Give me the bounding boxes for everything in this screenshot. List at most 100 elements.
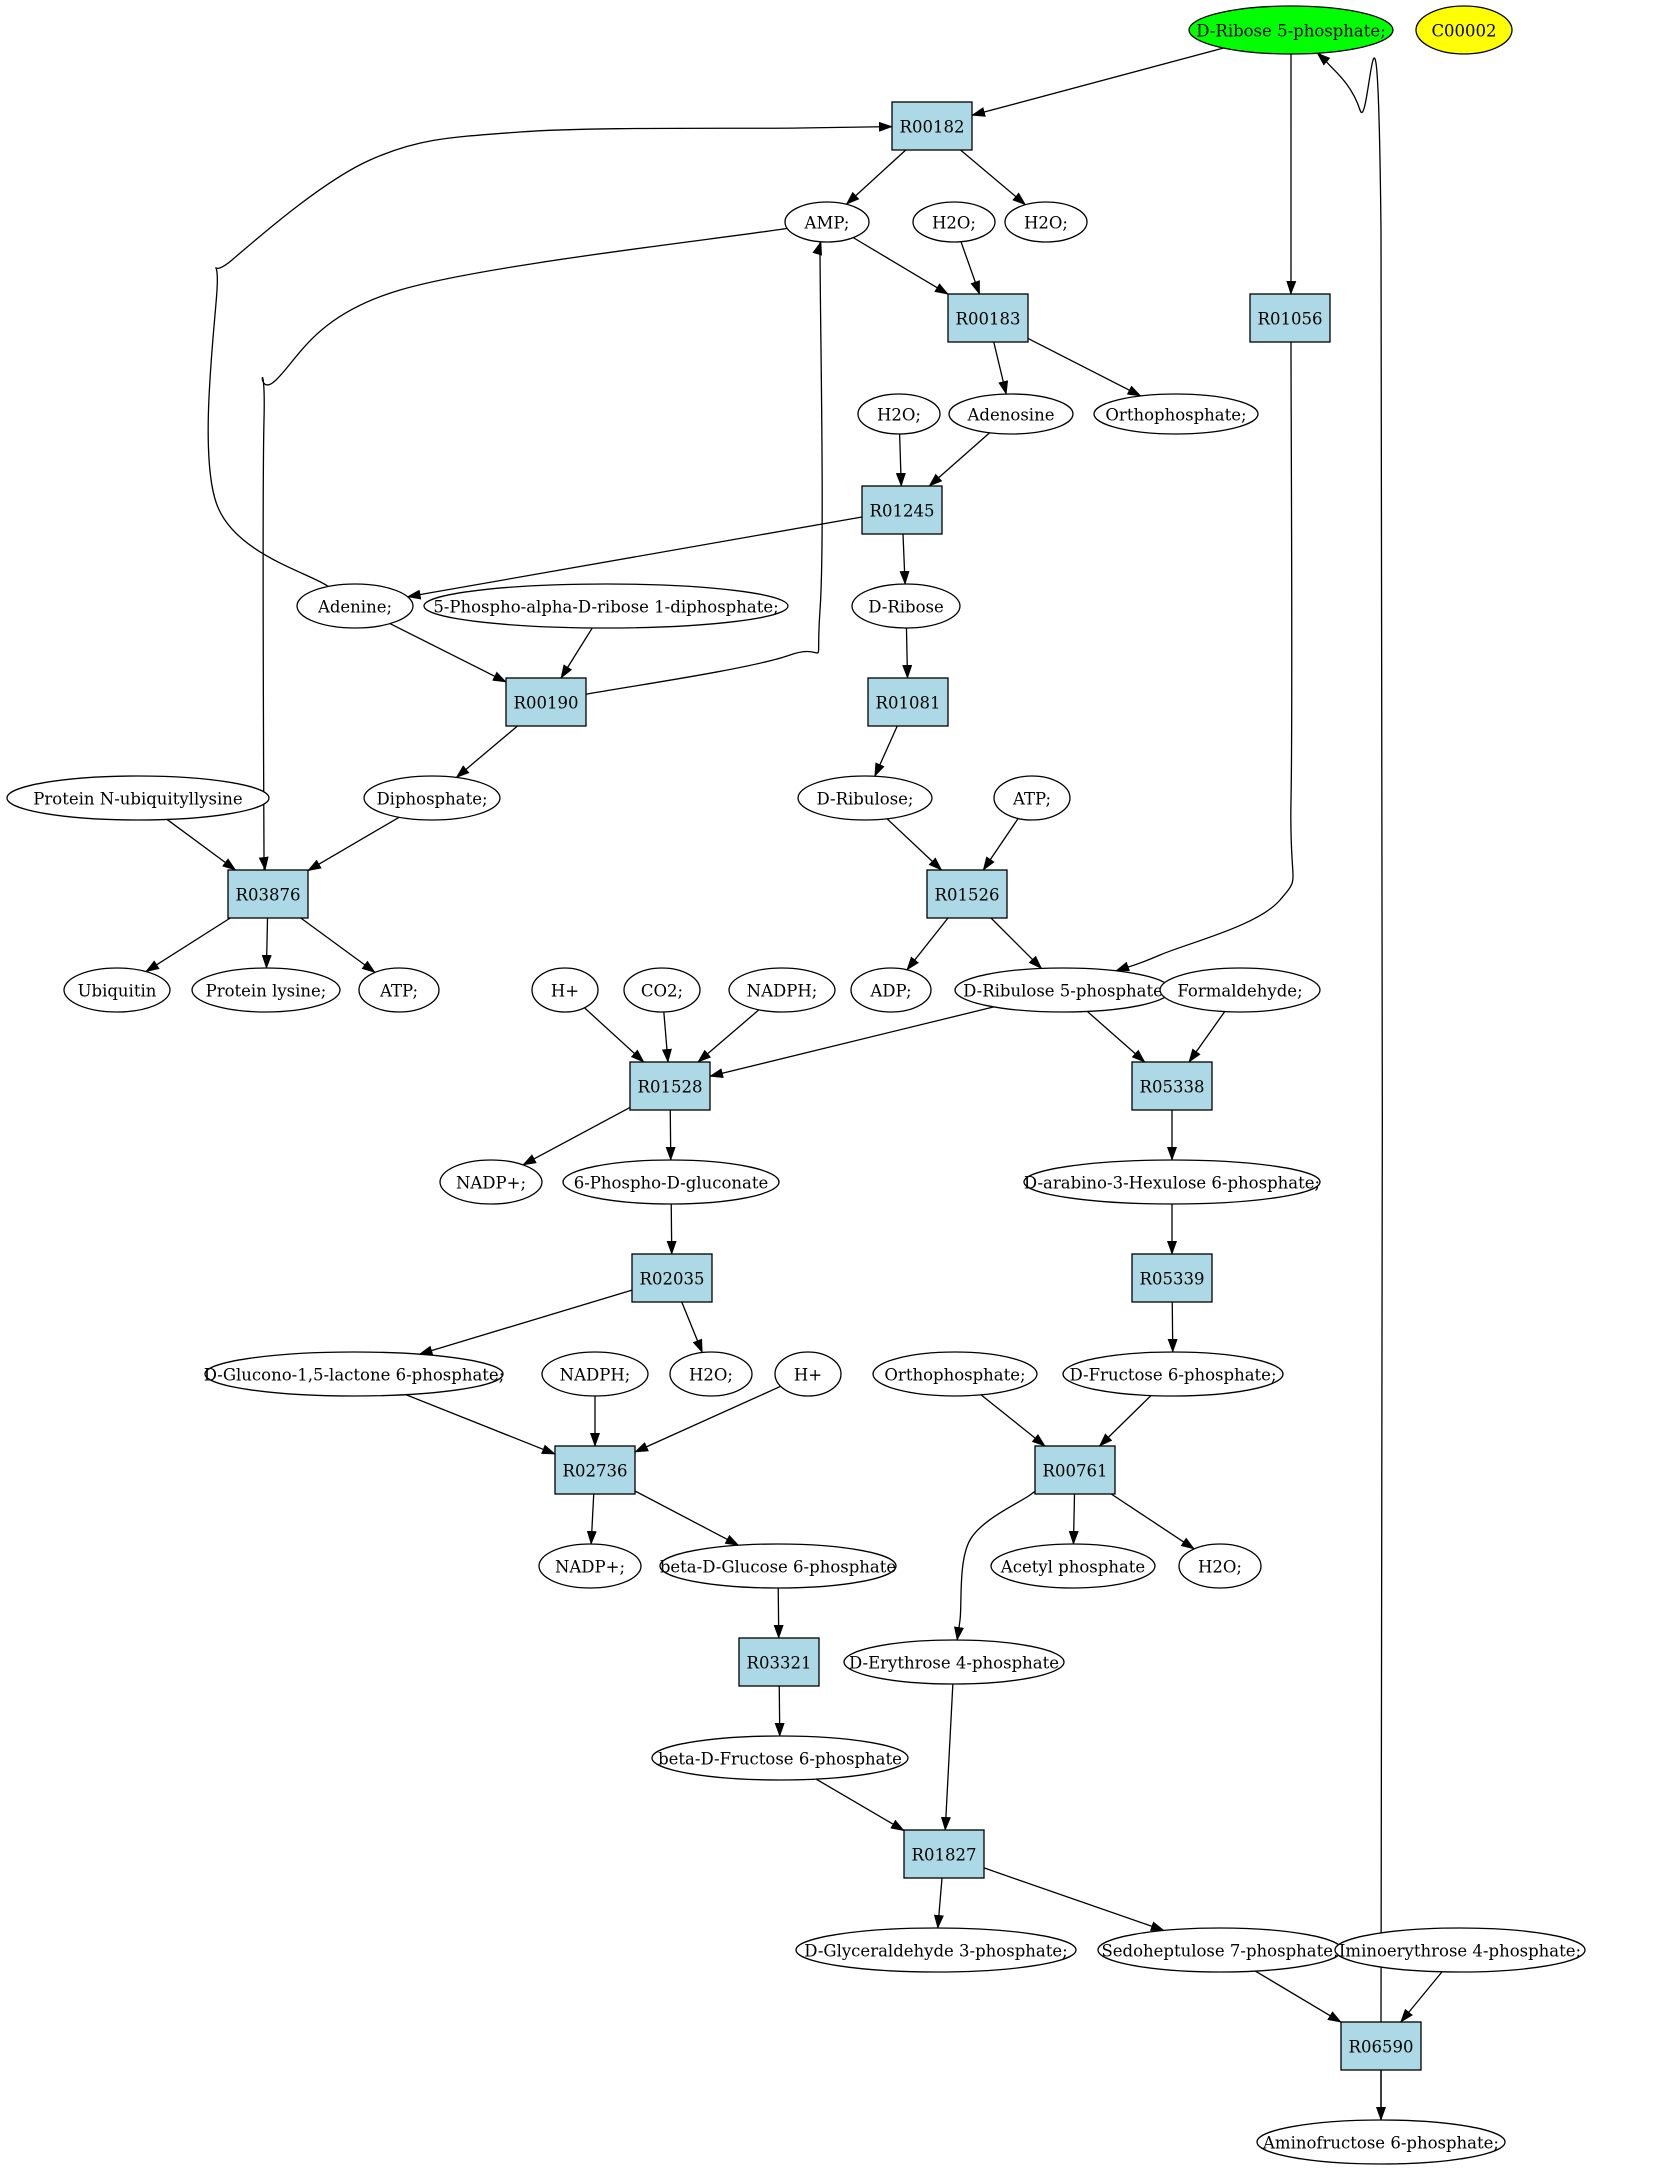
node-label: Formaldehyde; <box>1177 982 1302 1001</box>
edge-c_bf6p-to-r01827 <box>815 1778 905 1832</box>
compound-node-c_adenine[interactable]: Adenine; <box>296 583 414 629</box>
compound-node-c_prpp[interactable]: 5-Phospho-alpha-D-ribose 1-diphosphate; <box>423 583 789 629</box>
compound-node-c_nadph_b[interactable]: NADPH; <box>541 1351 649 1397</box>
reaction-node-r06590[interactable]: R06590 <box>1340 2021 1422 2071</box>
compound-ellipse <box>795 1927 1077 1973</box>
compound-node-c_f6p[interactable]: D-Fructose 6-phosphate; <box>1062 1351 1284 1397</box>
reaction-node-r01081[interactable]: R01081 <box>867 677 949 727</box>
compound-node-c_orthophos_a[interactable]: Orthophosphate; <box>1093 393 1259 435</box>
reaction-box <box>861 485 943 535</box>
reaction-node-r00761[interactable]: R00761 <box>1034 1445 1116 1495</box>
edge-c_prpp-to-r00190 <box>560 627 593 679</box>
node-label: ATP; <box>1012 790 1051 809</box>
reaction-node-r01245[interactable]: R01245 <box>861 485 943 535</box>
compound-node-c_hexulose[interactable]: D-arabino-3-Hexulose 6-phosphate; <box>1023 1159 1321 1205</box>
edge-c_hplus_a-to-r01528 <box>584 1007 645 1063</box>
compound-node-c_adenosine[interactable]: Adenosine <box>948 393 1074 435</box>
compound-ellipse <box>1093 393 1259 435</box>
compound-node-c_ubiquitin[interactable]: Ubiquitin <box>63 967 171 1013</box>
edge-c_6pg-to-r02035 <box>666 1203 677 1255</box>
compound-node-c_s7p[interactable]: Sedoheptulose 7-phosphate; <box>1097 1927 1343 1973</box>
edge-r01245-to-c_dribose <box>899 533 910 586</box>
reaction-node-r05338[interactable]: R05338 <box>1131 1061 1213 1111</box>
compound-node-c_glucono[interactable]: D-Glucono-1,5-lactone 6-phosphate; <box>204 1351 505 1397</box>
compound-node-c_bg6p[interactable]: beta-D-Glucose 6-phosphate <box>659 1543 897 1589</box>
reaction-node-r00183[interactable]: R00183 <box>947 293 1029 343</box>
compound-ellipse <box>531 967 599 1013</box>
node-label: R05338 <box>1140 1078 1205 1097</box>
compound-node-c_aminof6p[interactable]: Aminofructose 6-phosphate; <box>1256 2119 1506 2165</box>
edge-r03876-to-c_ubiquitin <box>145 917 231 973</box>
compound-node-c_atp_b[interactable]: ATP; <box>358 967 440 1013</box>
compound-node-c_nadph_a[interactable]: NADPH; <box>728 967 836 1013</box>
compound-node-c_ru5p[interactable]: D-Ribulose 5-phosphate <box>954 967 1172 1013</box>
edge-c_r5p-to-r00182 <box>971 47 1224 117</box>
reaction-node-r01056[interactable]: R01056 <box>1249 293 1331 343</box>
compound-node-c_bf6p[interactable]: beta-D-Fructose 6-phosphate <box>651 1735 909 1781</box>
compound-node-c_diphos[interactable]: Diphosphate; <box>363 775 501 821</box>
compound-node-c_amp[interactable]: AMP; <box>784 201 870 243</box>
compound-node-c_co2[interactable]: CO2; <box>623 967 701 1013</box>
edge-c_atp_a-to-r01526 <box>982 818 1019 871</box>
compound-ellipse <box>6 775 270 821</box>
compound-node-c_dribose[interactable]: D-Ribose <box>851 583 961 629</box>
compound-ellipse <box>1256 2119 1506 2165</box>
node-label: D-Glyceraldehyde 3-phosphate; <box>804 1942 1067 1961</box>
node-label: Iminoerythrose 4-phosphate; <box>1339 1942 1581 1961</box>
edge-r00183-to-c_adenosine <box>993 341 1009 396</box>
compound-node-c_protlys[interactable]: Protein lysine; <box>191 967 341 1013</box>
edge-r00183-to-c_orthophos_a <box>1027 337 1142 397</box>
reaction-node-r01827[interactable]: R01827 <box>903 1829 985 1879</box>
compound-node-c_hplus_a[interactable]: H+ <box>531 967 599 1013</box>
edge-c_adenine-to-r00190 <box>389 622 507 683</box>
compound-node-c_atp_a[interactable]: ATP; <box>993 775 1071 821</box>
compound-node-c_dribulose[interactable]: D-Ribulose; <box>797 775 933 821</box>
compound-ellipse <box>1334 1927 1586 1973</box>
compound-node-c_h2o_e[interactable]: H2O; <box>1178 1543 1262 1589</box>
compound-node-c_hplus_b[interactable]: H+ <box>774 1351 842 1397</box>
node-label: R01528 <box>638 1078 703 1097</box>
reaction-box <box>1131 1253 1213 1303</box>
compound-node-c_c00002[interactable]: C00002 <box>1415 5 1513 55</box>
node-label: beta-D-Glucose 6-phosphate <box>660 1558 896 1577</box>
compound-node-c_orthophos_b[interactable]: Orthophosphate; <box>872 1351 1038 1397</box>
edge-r01245-to-c_adenine <box>406 516 863 600</box>
reaction-node-r03321[interactable]: R03321 <box>738 1637 820 1687</box>
edge-r00190-to-c_diphos <box>455 725 518 779</box>
reaction-node-r01526[interactable]: R01526 <box>926 869 1008 919</box>
compound-node-c_h2o_d[interactable]: H2O; <box>669 1351 753 1397</box>
node-label: R06590 <box>1349 2038 1414 2057</box>
edge-c_dribose-to-r01081 <box>902 627 913 679</box>
reaction-node-r01528[interactable]: R01528 <box>629 1061 711 1111</box>
compound-node-c_g3p[interactable]: D-Glyceraldehyde 3-phosphate; <box>795 1927 1077 1973</box>
compound-node-c_6pg[interactable]: 6-Phospho-D-gluconate <box>562 1159 780 1205</box>
node-label: Diphosphate; <box>376 790 487 809</box>
compound-node-c_nadp_a[interactable]: NADP+; <box>439 1159 543 1205</box>
compound-node-c_acetylp[interactable]: Acetyl phosphate <box>990 1543 1156 1589</box>
compound-node-c_protubq[interactable]: Protein N-ubiquityllysine <box>6 775 270 821</box>
reaction-node-r03876[interactable]: R03876 <box>227 869 309 919</box>
reaction-node-r02035[interactable]: R02035 <box>631 1253 713 1303</box>
compound-node-c_formald[interactable]: Formaldehyde; <box>1159 967 1321 1013</box>
node-label: R05339 <box>1140 1270 1205 1289</box>
reaction-node-r05339[interactable]: R05339 <box>1131 1253 1213 1303</box>
compound-node-c_imino[interactable]: Iminoerythrose 4-phosphate; <box>1334 1927 1586 1973</box>
compound-ellipse <box>1004 201 1088 243</box>
reaction-node-r00190[interactable]: R00190 <box>505 677 587 727</box>
compound-node-c_r5p[interactable]: D-Ribose 5-phosphate; <box>1188 5 1394 55</box>
node-label: NADPH; <box>747 982 818 1001</box>
reaction-node-r00182[interactable]: R00182 <box>891 101 973 151</box>
compound-node-c_nadp_b[interactable]: NADP+; <box>538 1543 642 1589</box>
compound-node-c_h2o_a[interactable]: H2O; <box>912 201 996 243</box>
compound-ellipse <box>843 1639 1065 1685</box>
compound-node-c_h2o_c[interactable]: H2O; <box>857 393 941 435</box>
compound-node-c_h2o_b[interactable]: H2O; <box>1004 201 1088 243</box>
compound-node-c_adp[interactable]: ADP; <box>850 967 932 1013</box>
compound-ellipse <box>204 1351 504 1397</box>
reaction-node-r02736[interactable]: R02736 <box>554 1445 636 1495</box>
node-label: R02035 <box>640 1270 705 1289</box>
edge-c_s7p-to-r06590 <box>1254 1970 1342 2023</box>
compound-node-c_e4p[interactable]: D-Erythrose 4-phosphate <box>843 1639 1065 1685</box>
edge-c_protubq-to-r03876 <box>166 818 237 871</box>
edge-r00182-to-c_h2o_b <box>960 149 1027 206</box>
